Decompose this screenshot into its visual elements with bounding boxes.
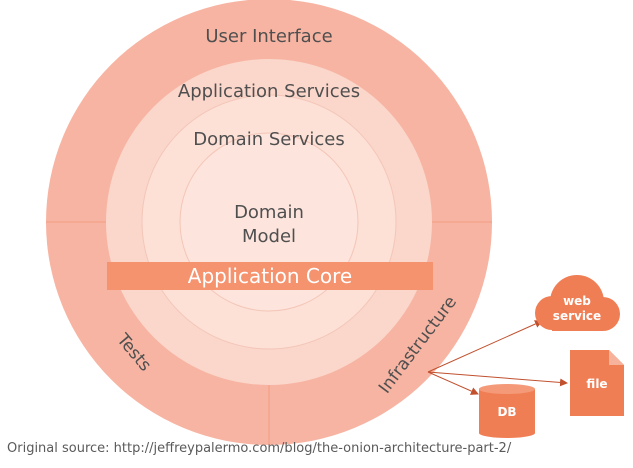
web-service-cloud-icon bbox=[535, 275, 620, 331]
db-label: DB bbox=[497, 405, 516, 419]
arrow-to-web-service bbox=[427, 320, 543, 373]
database-icon bbox=[479, 384, 535, 438]
file-label: file bbox=[586, 377, 607, 391]
arrow-to-file bbox=[427, 371, 568, 387]
application-core-label: Application Core bbox=[188, 264, 352, 288]
domain-model-label-line1: Domain bbox=[234, 202, 304, 223]
web-service-label-line2: service bbox=[553, 309, 601, 323]
application-services-label: Application Services bbox=[178, 81, 360, 102]
web-service-label-line1: web bbox=[563, 294, 591, 308]
user-interface-label: User Interface bbox=[205, 26, 332, 47]
arrow-to-db bbox=[427, 371, 479, 395]
domain-services-label: Domain Services bbox=[193, 129, 344, 150]
domain-model-label-line2: Model bbox=[242, 226, 296, 247]
file-icon bbox=[570, 350, 624, 416]
source-caption: Original source: http://jeffreypalermo.c… bbox=[7, 441, 512, 456]
application-core-bar bbox=[107, 262, 433, 290]
